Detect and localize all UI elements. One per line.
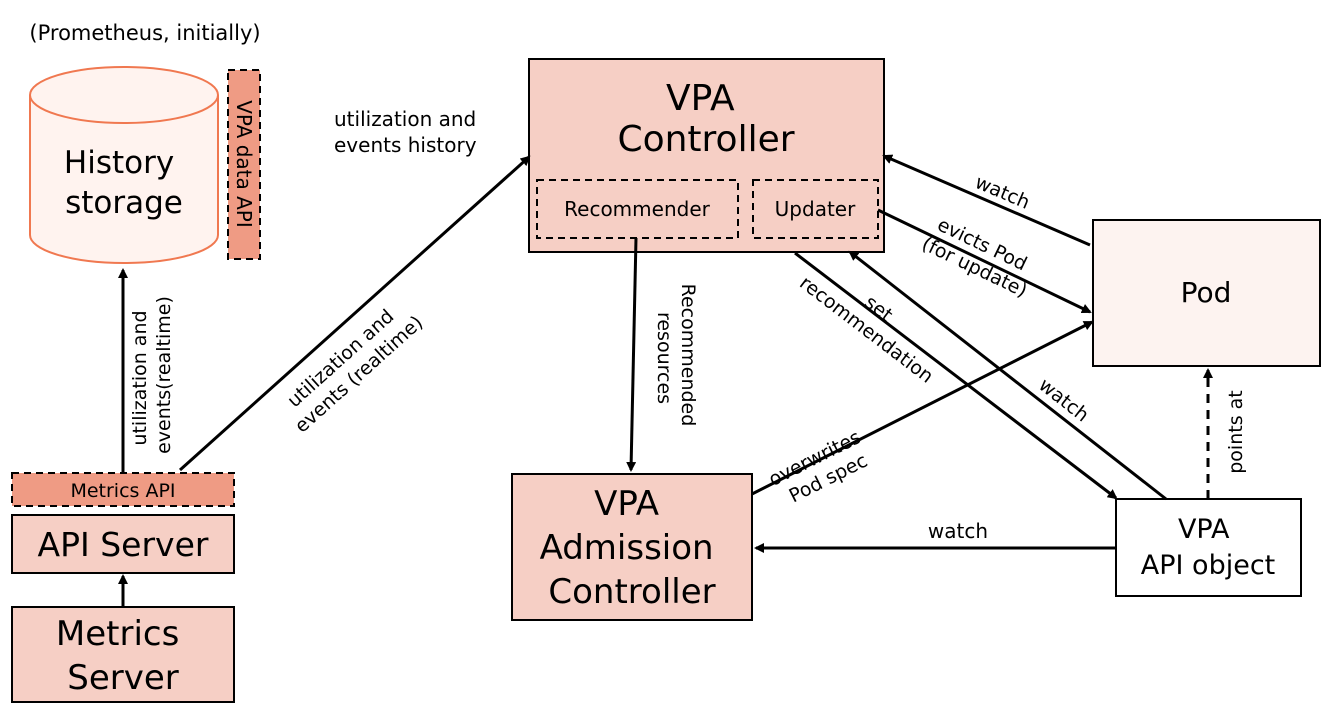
history-storage-top (29, 66, 219, 124)
metrics-server: Metrics Server (11, 606, 235, 703)
history-storage-label: History storage (64, 145, 184, 221)
edge-label-line: events(realtime) (153, 296, 175, 454)
vpa-controller-label-line: Controller (617, 119, 794, 160)
vpa-admission-controller: VPA Admission Controller (511, 473, 753, 621)
edge-label-recommended-resources: Recommended resources (653, 284, 699, 433)
vpa-admission-controller-label-line: Admission (540, 528, 714, 568)
history-storage-label-line: History (64, 145, 174, 181)
vpa-admission-controller-label: VPA Admission Controller (540, 484, 725, 612)
history-storage-body (29, 95, 219, 264)
vpa-api-object-label-line: VPA (1178, 514, 1230, 545)
edge-admission-overwrites-pod (751, 320, 1094, 496)
edge-label-line: resources (653, 312, 675, 404)
vpa-admission-controller-label-line: VPA (594, 484, 659, 524)
edge-label-history-to-controller: utilization and events history (334, 107, 483, 157)
api-server-box (11, 514, 235, 574)
edge-pod-watch-controller (882, 154, 1091, 247)
metrics-api: Metrics API (11, 472, 235, 507)
vpa-api-object-label-line: API object (1141, 550, 1276, 581)
history-storage-label-line: storage (65, 185, 183, 221)
vpa-api-object-box (1115, 498, 1302, 597)
edge-object-watch-controller (848, 250, 1167, 501)
edge-set-recommendation (794, 251, 1118, 500)
api-server: API Server (11, 514, 235, 574)
vpa-data-api-label: VPA data API (232, 100, 256, 228)
updater-label: Updater (775, 197, 856, 221)
vpa-controller: VPA Controller Recommender Updater (528, 58, 885, 253)
metrics-server-label-line: Server (67, 658, 179, 698)
edge-label-line: Recommended (677, 284, 699, 427)
recommender-label: Recommender (564, 197, 710, 221)
recommender-box (536, 179, 739, 239)
vpa-controller-label: VPA Controller (617, 78, 794, 160)
edge-label-line: utilization and (129, 310, 151, 445)
vpa-data-api-box (227, 69, 261, 260)
edge-recommender-to-admission-controller (626, 237, 638, 472)
storage-caption: (Prometheus, initially) (29, 21, 260, 45)
edge-label-line: utilization and (334, 107, 476, 131)
edge-updater-evicts-pod (877, 208, 1092, 314)
vpa-api-object-label: VPA API object (1141, 514, 1276, 581)
edge-label-evicts-pod: evicts Pod (for update) (918, 211, 1041, 302)
metrics-api-label: Metrics API (70, 480, 175, 502)
metrics-api-box (11, 472, 235, 507)
edge-metrics-api-to-vpa-controller (178, 155, 531, 472)
pod-label: Pod (1181, 276, 1232, 309)
pod: Pod (1092, 219, 1321, 367)
vpa-controller-label-line: VPA (666, 78, 735, 119)
vpa-admission-controller-box (511, 473, 753, 621)
vpa-admission-controller-label-line: Controller (548, 572, 715, 612)
metrics-server-label: Metrics Server (56, 614, 190, 698)
updater-box (752, 179, 879, 239)
vpa-controller-box (528, 58, 885, 253)
edge-label-line: recommendation (795, 272, 937, 388)
vpa-data-api: VPA data API (227, 69, 261, 260)
edge-label-api-to-storage: utilization and events(realtime) (129, 296, 175, 454)
edge-label-admission-watch: watch (928, 519, 988, 543)
edge-label-line: events history (334, 133, 477, 157)
vpa-api-object: VPA API object (1115, 498, 1302, 597)
history-storage: History storage (29, 66, 219, 264)
api-server-label: API Server (38, 525, 209, 564)
pod-box (1092, 219, 1321, 367)
edge-label-overwrites-pod-spec: overwrites Pod spec (765, 423, 880, 512)
edge-label-points-at: points at (1225, 390, 1247, 474)
metrics-server-label-line: Metrics (56, 614, 179, 654)
